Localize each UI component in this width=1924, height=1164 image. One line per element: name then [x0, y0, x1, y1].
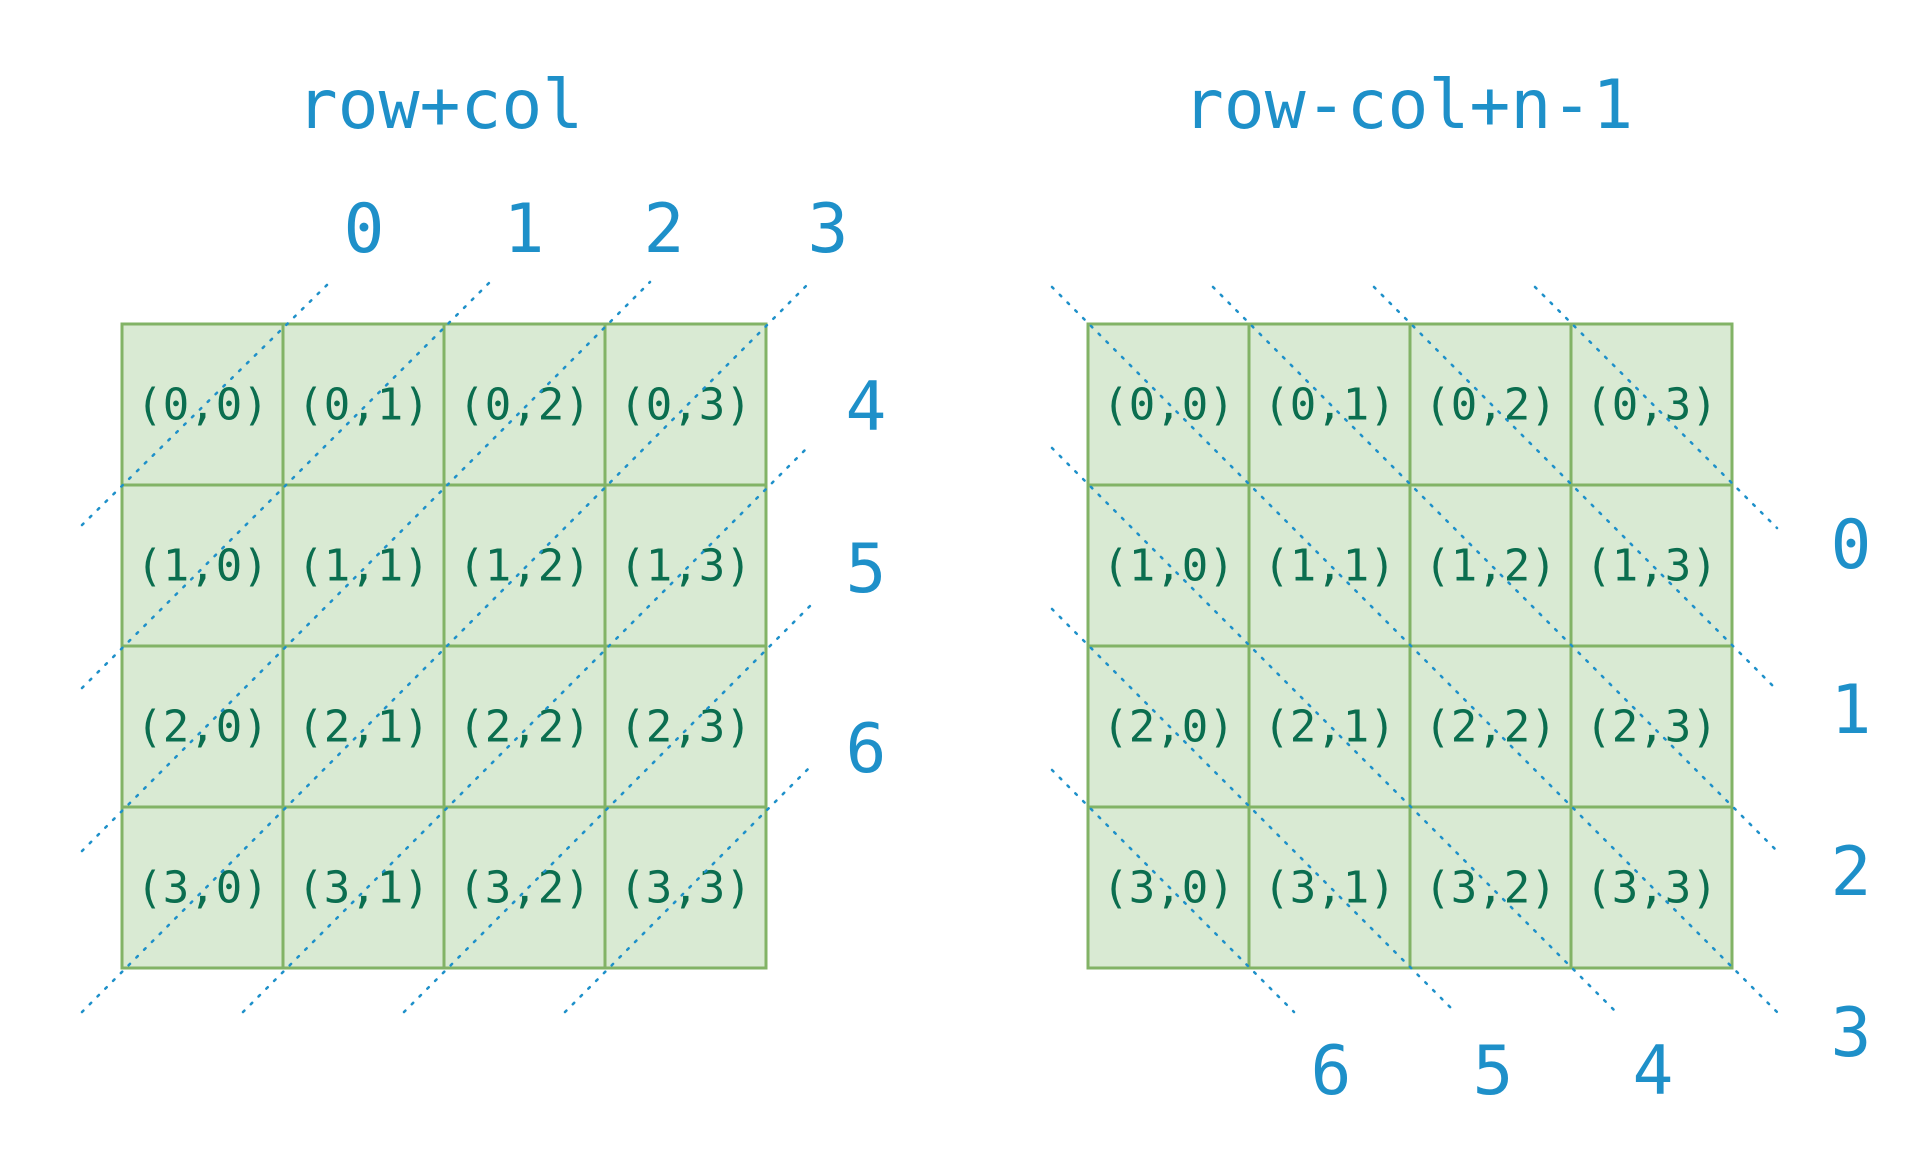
cell-coordinate-label: (1,3) — [619, 541, 751, 592]
grid-cell — [442, 322, 607, 487]
grid-cell — [603, 483, 768, 648]
grid-cell — [603, 805, 768, 970]
grid-cell — [603, 322, 768, 487]
cell-coordinate-label: (1,1) — [1263, 541, 1395, 592]
cell-coordinate-label: (1,2) — [1424, 541, 1556, 592]
diagonal-index-label: 2 — [644, 190, 685, 269]
main-diagonal-line — [1211, 285, 1779, 853]
diagonal-index-label: 0 — [344, 190, 385, 269]
cell-coordinate-label: (0,1) — [297, 380, 429, 431]
cell-coordinate-label: (2,3) — [619, 702, 751, 753]
cell-coordinate-label: (0,3) — [1585, 380, 1717, 431]
cell-coordinate-label: (1,0) — [136, 541, 268, 592]
cell-coordinate-label: (3,1) — [297, 863, 429, 914]
diagonal-index-label: 1 — [1831, 671, 1872, 750]
grid-cell — [1247, 483, 1412, 648]
diagonal-index-labels-row-plus-col: 0 1 2 3 4 5 6 — [344, 190, 887, 789]
cell-coordinate-label: (0,2) — [458, 380, 590, 431]
diagonal-index-label: 6 — [1311, 1032, 1352, 1111]
diagonal-index-label: 1 — [504, 190, 545, 269]
panel-title-row-minus-col: row-col+n-1 — [1183, 66, 1633, 145]
diagonal-index-label: 4 — [1633, 1032, 1674, 1111]
panel-title-row-plus-col: row+col — [297, 66, 584, 145]
cell-coordinate-label: (2,2) — [1424, 702, 1556, 753]
anti-diagonal-line — [241, 443, 812, 1014]
main-diagonal-line — [1050, 607, 1457, 1014]
diagonal-index-label: 4 — [846, 368, 887, 447]
diagonal-index-labels-row-minus-col: 0 1 2 3 4 5 6 — [1311, 506, 1872, 1111]
cell-coordinate-label: (1,1) — [297, 541, 429, 592]
main-diagonal-line — [1050, 768, 1296, 1014]
grid-cell — [1569, 483, 1734, 648]
diagonal-index-label: 0 — [1831, 506, 1872, 585]
main-diagonal-line — [1533, 285, 1779, 530]
cell-coordinate-label: (2,1) — [1263, 702, 1395, 753]
cell-coordinate-label: (2,0) — [136, 702, 268, 753]
diagonal-lines-row-plus-col — [80, 280, 812, 1014]
cell-coordinate-label: (3,1) — [1263, 863, 1395, 914]
grid-cell — [281, 322, 446, 487]
diagonal-index-label: 3 — [1831, 994, 1872, 1073]
grid-row-plus-col: (0,0) (0,1) (0,2) (0,3) (1,0) (1,1) (1,2) (1,3)… — [120, 322, 768, 970]
cell-coordinate-label: (1,2) — [458, 541, 590, 592]
anti-diagonal-line — [80, 280, 492, 690]
diagonal-index-label: 6 — [846, 710, 887, 789]
diagonal-index-label: 2 — [1831, 833, 1872, 912]
anti-diagonal-line — [80, 280, 812, 1014]
panel-row-minus-col: row-col+n-1 (0,0)(0,1)(0,2)(0,3)(1,0)(1,… — [1050, 66, 1872, 1111]
panel-row-plus-col: row+col (0,0) (0,1) (0,2) (0,3) (1,0) (1,1) (1… — [80, 66, 887, 1014]
cell-coordinate-label: (3,2) — [458, 863, 590, 914]
grid-cell — [120, 322, 285, 487]
cell-coordinate-label: (2,1) — [297, 702, 429, 753]
grid-cell — [1247, 644, 1412, 809]
cell-coordinate-label: (3,2) — [1424, 863, 1556, 914]
diagonal-index-label: 3 — [808, 190, 849, 269]
grid-cell — [281, 644, 446, 809]
main-diagonal-line — [1372, 285, 1779, 692]
anti-diagonal-line — [80, 280, 652, 853]
grid-cell — [281, 483, 446, 648]
grid-cell — [281, 805, 446, 970]
anti-diagonal-line — [80, 280, 332, 527]
anti-diagonal-line — [563, 765, 812, 1014]
cell-coordinate-label: (2,2) — [458, 702, 590, 753]
cell-coordinate-label: (0,3) — [619, 380, 751, 431]
grid-cell — [603, 644, 768, 809]
grid-cell — [1569, 644, 1734, 809]
cell-coordinate-label: (3,3) — [619, 863, 751, 914]
cell-coordinate-label: (0,0) — [136, 380, 268, 431]
diagonal-lines-row-minus-col — [1050, 285, 1779, 1014]
anti-diagonal-line — [402, 604, 812, 1014]
cell-coordinate-label: (2,3) — [1585, 702, 1717, 753]
diagonal-index-label: 5 — [1473, 1032, 1514, 1111]
grid-cell — [1247, 805, 1412, 970]
diagonal-index-label: 5 — [846, 530, 887, 609]
cell-coordinate-label: (1,3) — [1585, 541, 1717, 592]
cell-coordinate-label: (3,0) — [136, 863, 268, 914]
grid-cell — [120, 805, 285, 970]
main-diagonal-line — [1050, 446, 1618, 1014]
